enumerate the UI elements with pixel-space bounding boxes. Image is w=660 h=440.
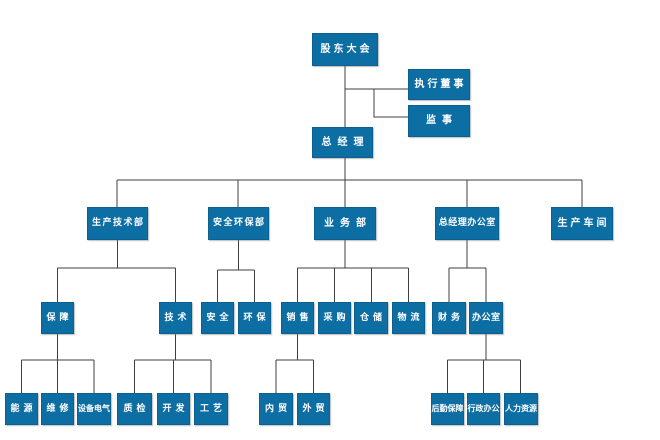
- org-node-maintenance: 维修: [41, 393, 74, 425]
- org-node-label: 人力资源: [505, 404, 537, 413]
- org-node-label: 设备电气: [78, 404, 110, 413]
- org-node-label: 执行董事: [414, 78, 467, 90]
- org-node-label: 监事: [426, 115, 458, 126]
- connector-gm-to-departments: [116, 158, 583, 207]
- connector-business-children: [297, 240, 409, 302]
- org-node-foreign-trade: 外贸: [297, 393, 330, 425]
- org-node-sales: 销售: [281, 302, 314, 334]
- org-node-label: 保障: [46, 312, 73, 323]
- org-node-label: 销售: [286, 312, 313, 323]
- org-node-label: 行政办公: [467, 404, 500, 413]
- org-node-office: 办公室: [469, 302, 503, 334]
- org-node-label: 仓储: [359, 312, 386, 323]
- org-node-label: 开发: [162, 403, 189, 414]
- org-node-shareholders-meeting: 股东大会: [312, 33, 378, 66]
- org-node-env-protection: 环保: [238, 302, 271, 334]
- org-node-label: 生产技术部: [91, 218, 145, 228]
- org-node-label: 总经理: [321, 136, 370, 148]
- org-node-label: 环保: [243, 312, 270, 323]
- org-node-label: 工艺: [199, 403, 226, 414]
- org-node-logistics: 物流: [392, 302, 425, 334]
- connector-safety-env-children: [217, 240, 255, 302]
- org-node-safety-env-dept: 安全环保部: [208, 207, 269, 240]
- org-node-quality-inspection: 质检: [117, 393, 152, 425]
- org-node-label: 办公室: [471, 312, 501, 323]
- org-node-label: 后勤保障: [431, 404, 464, 413]
- org-node-support: 保障: [41, 302, 74, 334]
- org-node-label: 外贸: [302, 403, 329, 414]
- org-node-label: 采购: [323, 312, 350, 323]
- org-node-label: 能源: [10, 403, 37, 414]
- org-node-human-resources: 人力资源: [504, 393, 538, 425]
- org-node-technology: 技术: [159, 302, 192, 334]
- org-node-purchasing: 采购: [318, 302, 351, 334]
- org-node-development: 开发: [157, 393, 190, 425]
- org-node-domestic-trade: 内贸: [259, 393, 293, 425]
- org-node-finance: 财务: [432, 302, 466, 334]
- org-node-label: 股东大会: [320, 43, 373, 55]
- connector-technology-children: [134, 334, 212, 393]
- connector-production-tech-children: [57, 240, 176, 302]
- org-node-safety: 安全: [201, 302, 234, 334]
- org-node-label: 物流: [397, 312, 424, 323]
- connector-to-supervisor: [373, 89, 408, 118]
- org-node-label: 总经理办公室: [438, 218, 496, 228]
- org-node-label: 技术: [164, 312, 191, 323]
- org-node-label: 维修: [46, 403, 73, 414]
- org-node-executive-director: 执行董事: [408, 69, 470, 100]
- connector-sales-children: [275, 334, 314, 393]
- org-node-label: 安全环保部: [212, 218, 266, 228]
- org-node-admin-office: 行政办公: [467, 393, 500, 425]
- org-node-equipment-electrical: 设备电气: [77, 393, 111, 425]
- org-node-label: 业务部: [324, 217, 372, 229]
- org-node-production-tech-dept: 生产技术部: [87, 207, 148, 240]
- org-node-label: 生产车间: [557, 217, 610, 229]
- org-node-gm-office: 总经理办公室: [435, 207, 499, 240]
- org-node-process: 工艺: [194, 393, 228, 425]
- connector-office-children: [447, 334, 521, 393]
- org-node-label: 安全: [206, 312, 233, 323]
- connector-support-children: [21, 334, 95, 393]
- org-node-label: 内贸: [264, 403, 291, 414]
- org-node-label: 质检: [123, 403, 150, 414]
- org-node-supervisor: 监事: [408, 105, 470, 137]
- org-node-logistics-support: 后勤保障: [431, 393, 464, 425]
- org-node-energy: 能源: [5, 393, 38, 425]
- org-node-label: 财务: [437, 312, 464, 323]
- org-node-warehousing: 仓储: [354, 302, 388, 334]
- org-node-business-dept: 业务部: [314, 207, 376, 240]
- org-node-general-manager: 总经理: [312, 127, 373, 158]
- org-node-production-workshop: 生产车间: [551, 207, 613, 240]
- connector-gm-office-children: [448, 240, 487, 302]
